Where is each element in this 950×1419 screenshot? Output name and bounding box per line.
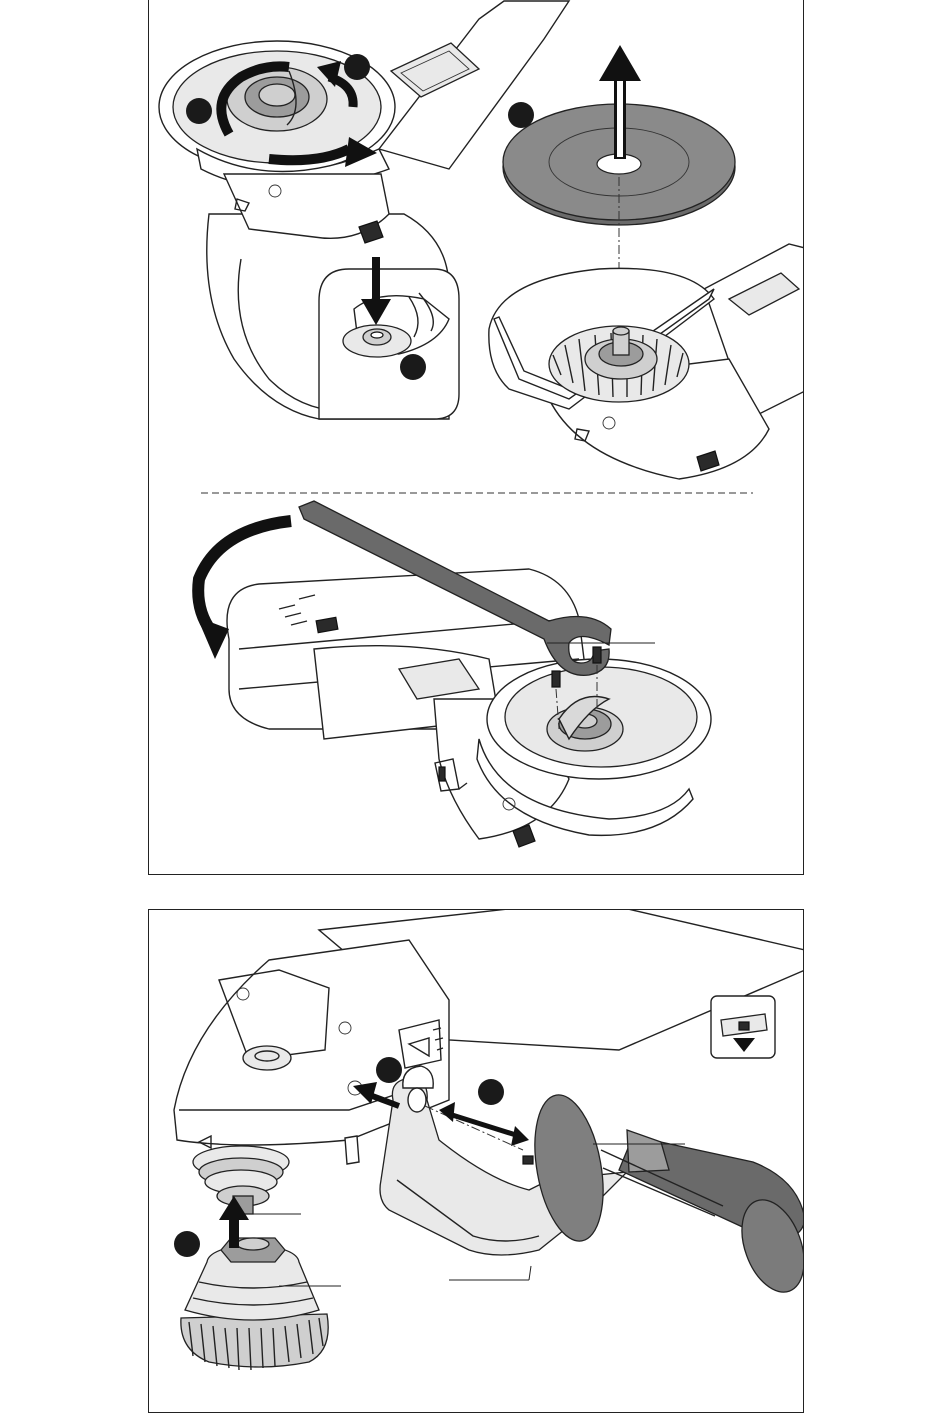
- marker-4: [508, 102, 534, 128]
- figure-panel-disc-change: [148, 0, 804, 875]
- spindle-lock-inset: [319, 269, 459, 419]
- handle-mount-down-arrow-icon: [711, 996, 775, 1058]
- marker-2: [376, 1057, 402, 1083]
- figure-panel-handle-and-brush: [148, 909, 804, 1413]
- marker-2: [344, 54, 370, 80]
- marker-1: [186, 98, 212, 124]
- marker-3: [400, 354, 426, 380]
- side-handle: [523, 1090, 804, 1301]
- disc-change-illustration: [149, 0, 804, 875]
- marker-3: [478, 1079, 504, 1105]
- handle-and-brush-illustration: [149, 910, 804, 1413]
- cup-brush: [181, 1238, 341, 1370]
- spindle: [193, 1146, 301, 1214]
- marker-1: [174, 1231, 200, 1257]
- brush-flange: [549, 326, 689, 402]
